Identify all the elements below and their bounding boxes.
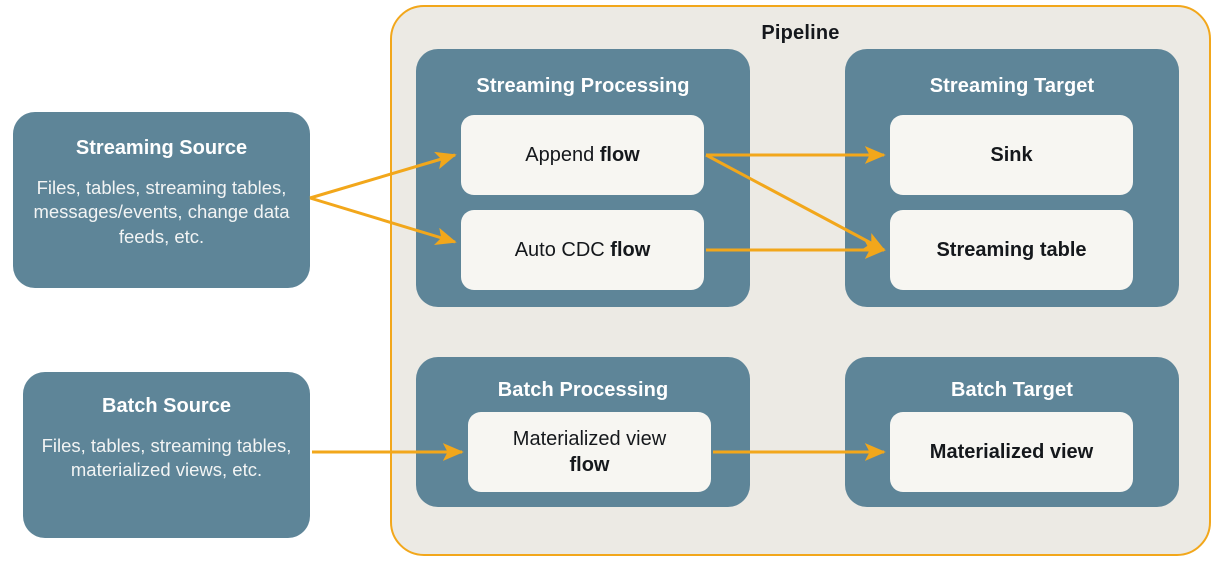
auto-cdc-flow-card[interactable]: Auto CDC flow: [461, 210, 704, 290]
batch-processing-title: Batch Processing: [497, 379, 669, 401]
streaming-source-box[interactable]: Streaming Source Files, tables, streamin…: [13, 112, 310, 288]
append-flow-card[interactable]: Append flow: [461, 115, 704, 195]
batch-source-box[interactable]: Batch Source Files, tables, streaming ta…: [23, 372, 310, 538]
streaming-table-label: Streaming table: [936, 239, 1087, 261]
streaming-source-description: Files, tables, streaming tables, message…: [33, 177, 290, 247]
sink-label: Sink: [990, 144, 1033, 166]
streaming-source-title: Streaming Source: [75, 137, 248, 159]
materialized-view-target-card[interactable]: Materialized view: [890, 412, 1133, 492]
batch-source-title: Batch Source: [102, 395, 231, 417]
batch-source-description: Files, tables, streaming tables, materia…: [41, 435, 292, 481]
append-flow-label: Append flow: [525, 144, 640, 166]
pipeline-title: Pipeline: [761, 22, 840, 44]
sink-card[interactable]: Sink: [890, 115, 1133, 195]
streaming-processing-title: Streaming Processing: [476, 75, 690, 97]
batch-target-title: Batch Target: [951, 379, 1073, 401]
materialized-view-target-label: Materialized view: [929, 441, 1094, 463]
streaming-table-card[interactable]: Streaming table: [890, 210, 1133, 290]
streaming-target-title: Streaming Target: [929, 75, 1095, 97]
auto-cdc-flow-label: Auto CDC flow: [514, 239, 651, 261]
